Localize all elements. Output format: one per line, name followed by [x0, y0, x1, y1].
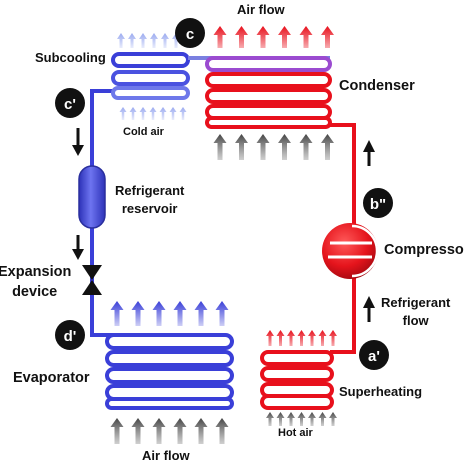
air-flow-arrow	[299, 134, 313, 160]
evaporator-coil	[105, 333, 234, 410]
air-flow-arrow	[131, 301, 145, 326]
air-flow-arrow	[308, 330, 316, 346]
air-flow-arrow	[329, 412, 337, 426]
cold-air-arrows	[119, 107, 187, 120]
air-flow-arrow	[215, 418, 229, 444]
svg-text:c': c'	[64, 96, 76, 113]
air-flow-arrows-condenser-in	[213, 134, 334, 160]
hot-air-label: Hot air	[278, 427, 313, 439]
air-flow-arrow	[129, 107, 137, 120]
air-flow-arrow	[321, 26, 334, 48]
air-flow-arrow	[213, 134, 227, 160]
hot-air-arrows	[266, 412, 337, 426]
air-flow-arrow	[235, 134, 248, 160]
air-flow-arrow	[194, 418, 208, 444]
state-point-badge-d-prime: d'	[55, 320, 85, 350]
air-flow-arrow	[194, 301, 208, 326]
expansion-valve-icon	[82, 265, 102, 295]
air-flow-arrow	[287, 412, 295, 426]
air-flow-arrow	[117, 33, 125, 48]
svg-text:b": b"	[370, 196, 386, 213]
state-point-badge-b-double-prime: b"	[363, 188, 393, 218]
air-flow-arrow	[266, 330, 274, 346]
air-flow-arrow	[169, 107, 177, 120]
air-flow-arrows-evaporator-in	[110, 418, 229, 444]
air-flow-arrow	[235, 26, 248, 48]
air-flow-arrow	[139, 107, 147, 120]
air-flow-arrows-evaporator-out	[110, 301, 229, 326]
refrigerant-flow-label: Refrigerant flow	[381, 295, 451, 328]
evaporator-label: Evaporator	[13, 370, 90, 386]
air-flow-arrow	[150, 33, 158, 48]
air-flow-arrow	[308, 412, 316, 426]
svg-text:d': d'	[64, 328, 77, 345]
state-point-badge-c-prime: c'	[55, 88, 85, 118]
air-flow-arrow	[256, 134, 270, 160]
svg-text:c: c	[186, 26, 194, 43]
air-flow-arrow	[215, 301, 229, 326]
air-flow-arrow	[131, 418, 145, 444]
air-flow-arrow	[152, 301, 166, 326]
condenser-label: Condenser	[339, 78, 415, 94]
air-flow-arrow	[278, 26, 291, 48]
compressor-icon	[322, 223, 379, 279]
air-flow-arrow	[179, 107, 187, 120]
air-flow-arrow	[329, 330, 337, 346]
compressor-label: Compresso	[384, 242, 464, 258]
cold-air-label: Cold air	[123, 126, 164, 138]
air-flow-arrow	[152, 418, 166, 444]
air-flow-arrows-superheating-out	[266, 330, 337, 346]
expansion-device-label: Expansion device	[0, 264, 72, 300]
refrigerant-flow-arrow	[363, 296, 375, 322]
svg-text:a': a'	[368, 348, 380, 365]
air-flow-bottom-label: Air flow	[142, 448, 190, 463]
air-flow-arrow	[299, 26, 313, 48]
air-flow-arrow	[321, 134, 334, 160]
air-flow-arrow	[161, 33, 169, 48]
refrigerant-flow-arrow	[363, 140, 375, 166]
air-flow-arrow	[318, 412, 327, 426]
air-flow-arrow	[278, 134, 291, 160]
superheating-label: Superheating	[339, 384, 423, 399]
air-flow-arrow	[276, 330, 285, 346]
air-flow-arrow	[110, 418, 124, 444]
reservoir-label: Refrigerant reservoir	[115, 183, 185, 216]
air-flow-arrow	[297, 330, 306, 346]
state-point-badge-c: c	[175, 18, 205, 48]
air-flow-arrow	[213, 26, 227, 48]
state-point-badge-a-prime: a'	[359, 340, 389, 370]
superheating-coil	[260, 350, 334, 410]
subcooling-label: Subcooling	[35, 50, 106, 65]
refrigerant-flow-arrow	[72, 128, 84, 156]
air-flow-arrow	[173, 301, 187, 326]
air-flow-arrow	[287, 330, 295, 346]
refrigerant-flow-arrows	[72, 128, 375, 322]
air-flow-arrow	[276, 412, 285, 426]
reservoir-icon	[78, 165, 106, 229]
air-flow-top-label: Air flow	[237, 2, 285, 17]
air-flow-arrow	[159, 107, 167, 120]
air-flow-arrows-condenser-out	[213, 26, 334, 48]
air-flow-arrow	[128, 33, 136, 48]
air-flow-arrow	[149, 107, 157, 120]
air-flow-arrow	[256, 26, 270, 48]
air-flow-arrow	[139, 33, 147, 48]
subcooling-coil	[111, 52, 190, 100]
condenser-coil	[205, 56, 332, 129]
air-flow-arrow	[173, 418, 187, 444]
air-flow-arrow	[119, 107, 127, 120]
air-flow-arrow	[297, 412, 306, 426]
air-flow-arrow	[110, 301, 124, 326]
air-flow-arrow	[318, 330, 327, 346]
air-flow-arrow	[266, 412, 274, 426]
refrigerant-flow-arrow	[72, 235, 84, 260]
